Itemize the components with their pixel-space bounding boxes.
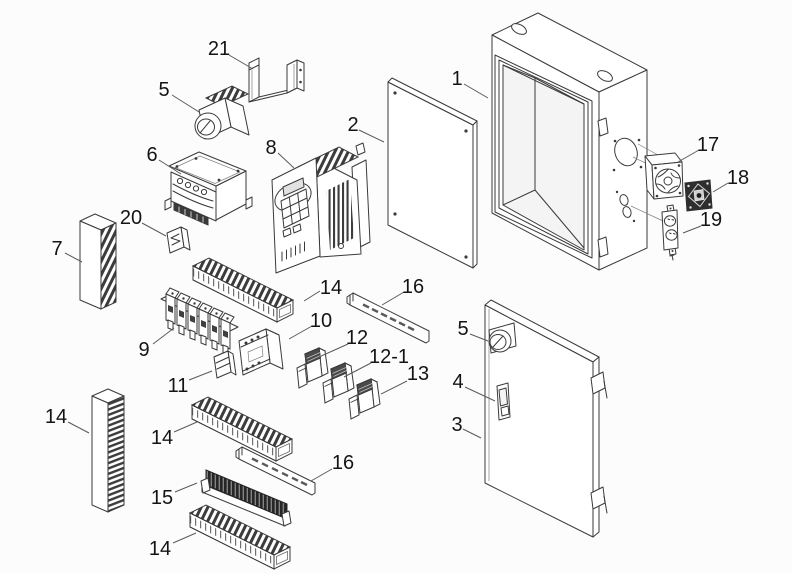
part-label-5-door: 5 (457, 318, 468, 340)
part-9-circuit-breaker-bank (160, 287, 239, 356)
part-8-inverter-drive (271, 142, 371, 274)
part-label-6: 6 (146, 144, 157, 166)
part-19-power-outlet (661, 204, 679, 261)
part-2-mounting-panel (387, 77, 478, 269)
part-label-11: 11 (168, 375, 189, 397)
part-4-door-handle (496, 382, 511, 421)
part-18-fan-filter (684, 179, 713, 212)
part-5-latch-unit-top (194, 85, 250, 140)
part-3-door (484, 299, 608, 538)
part-label-10: 10 (310, 310, 332, 332)
part-label-15: 15 (151, 487, 173, 509)
door-hinge-top (590, 371, 608, 399)
part-20-clip (166, 226, 191, 254)
part-5-door-latch-knob (488, 322, 517, 354)
part-label-3: 3 (451, 414, 462, 436)
part-label-9: 9 (138, 339, 149, 361)
part-15-terminal-block-strip (200, 469, 292, 527)
part-1-enclosure-body (491, 12, 679, 271)
part-label-16-top: 16 (402, 276, 424, 298)
part-label-16-bottom: 16 (332, 452, 354, 474)
part-label-12-1: 12-1 (369, 346, 409, 368)
part-16-din-rail-top (346, 292, 430, 344)
part-label-20: 20 (120, 207, 142, 229)
part-label-21: 21 (208, 38, 230, 60)
part-label-17: 17 (697, 134, 719, 156)
part-16-din-rail-bottom (235, 446, 316, 496)
part-label-14-top: 14 (320, 277, 342, 299)
part-12-relay (296, 347, 329, 389)
part-label-14-left: 14 (45, 406, 67, 428)
part-label-12: 12 (346, 327, 368, 349)
part-label-1: 1 (451, 68, 462, 90)
part-label-14-bottom: 14 (149, 538, 171, 560)
part-21-mounting-bracket (248, 57, 305, 103)
door-hinge-bottom (590, 486, 608, 514)
part-6-transformer (164, 151, 253, 226)
part-label-8: 8 (265, 137, 276, 159)
part-11-relay-small (213, 350, 237, 379)
part-label-13: 13 (407, 363, 429, 385)
part-label-14-mid: 14 (151, 427, 173, 449)
part-17-cooling-fan (644, 152, 684, 200)
part-label-2: 2 (347, 114, 358, 136)
part-label-4: 4 (452, 371, 463, 393)
part-10-contactor (238, 328, 284, 376)
part-label-18: 18 (727, 167, 749, 189)
part-14-wiring-duct-vertical-left (91, 388, 125, 513)
part-label-7: 7 (51, 238, 62, 260)
part-label-5-top: 5 (158, 79, 169, 101)
leader-lines (64, 54, 729, 544)
part-7-wiring-duct-vertical-small (79, 213, 117, 310)
part-label-19: 19 (700, 209, 722, 231)
callout-labels: 1 2 3 4 5 5 6 7 8 9 10 11 12 12-1 13 14 … (45, 38, 749, 560)
